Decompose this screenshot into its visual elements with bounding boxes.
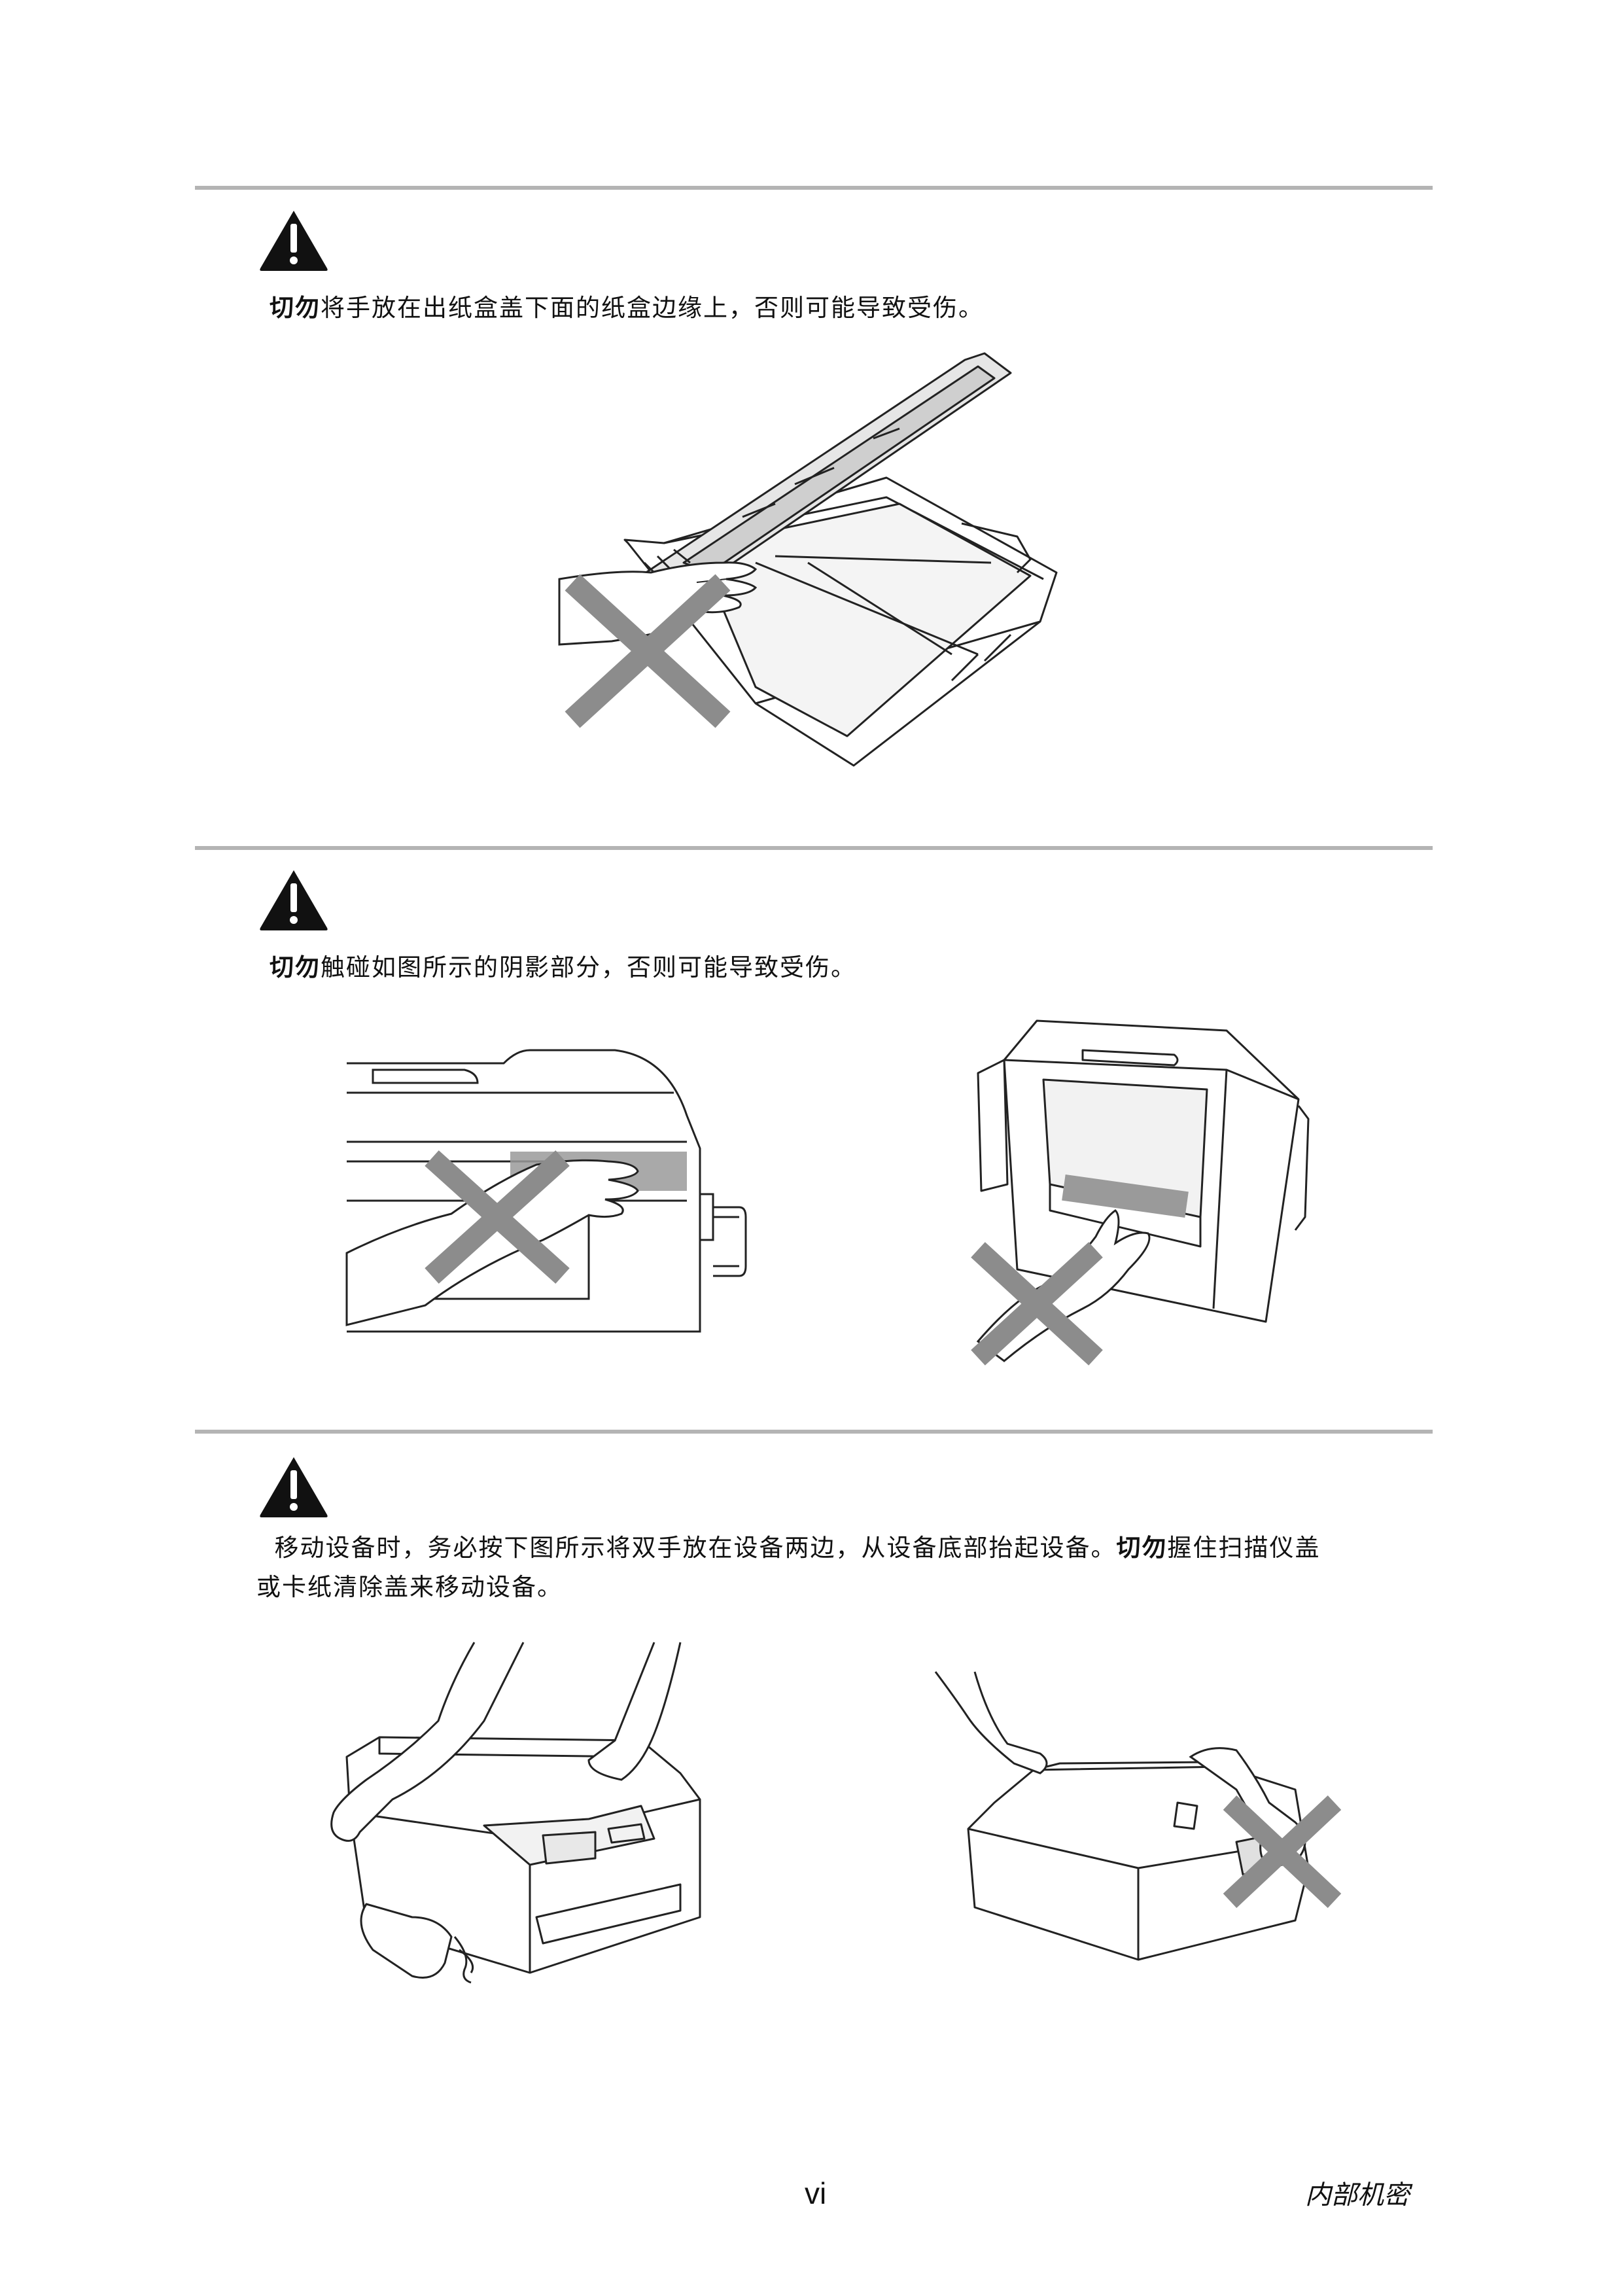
warning-triangle-icon: [260, 1457, 328, 1517]
confidential-label: 内部机密: [1305, 2180, 1410, 2210]
section-divider: [195, 846, 1433, 850]
machine-back-illustration: [971, 1019, 1310, 1366]
warning-triangle-icon: [260, 870, 328, 930]
warning-text-line-1: 移动设备时，务必按下图所示将双手放在设备两边，从设备底部抬起设备。切勿握住扫描仪…: [274, 1534, 1321, 1562]
page-number: vi: [805, 2176, 827, 2210]
section-divider: [195, 1430, 1433, 1434]
warning-text-line-2: 或卡纸清除盖来移动设备。: [256, 1573, 563, 1601]
section-divider: [195, 186, 1433, 190]
prohibited-x-icon: [565, 574, 731, 728]
warning-text: 切勿触碰如图所示的阴影部分，否则可能导致受伤。: [270, 953, 856, 981]
prohibited-x-icon: [1223, 1795, 1342, 1908]
prohibited-x-icon: [425, 1150, 570, 1284]
paper-tray-illustration: [558, 352, 1058, 767]
prohibited-x-icon: [971, 1242, 1103, 1366]
lift-wrong-illustration: [934, 1671, 1342, 1961]
scanner-side-illustration: [345, 1049, 747, 1333]
shaded-hazard-area: [1062, 1174, 1189, 1218]
warning-text: 切勿将手放在出纸盒盖下面的纸盒边缘上，否则可能导致受伤。: [270, 294, 984, 322]
lift-correct-illustration: [330, 1642, 701, 1984]
warning-triangle-icon: [260, 211, 328, 271]
